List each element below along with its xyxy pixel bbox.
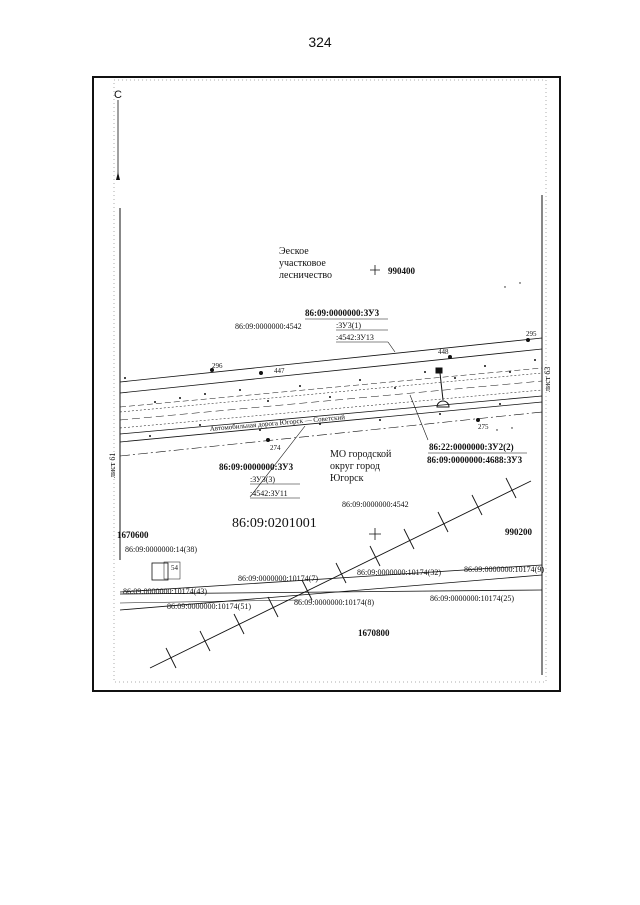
inner-frame [113,79,547,683]
parcel-4542-zu11: :4542:ЗУ11 [250,489,288,498]
structure-symbol [435,367,450,408]
parcel-10174-25: 86:09:0000000:10174(25) [430,594,514,603]
coord-x-right: 990200 [505,527,533,537]
coord-y-left: 1670600 [117,530,149,540]
cadastral-quarter: 86:09:0201001 [232,516,317,531]
point-295: 295 [526,330,537,338]
parcel-zu3-main-b: 86:09:0000000:ЗУ3 [219,462,294,472]
map-frame [92,76,561,692]
parcel-zu3-main: 86:09:0000000:ЗУ3 [305,308,380,318]
municipality-line-3: Югорск [330,473,364,484]
municipality-line-1: МО городской [330,449,392,460]
forestry-line-1: Эеское [279,246,309,257]
point-275: 275 [478,423,489,431]
parcel-10174-8: 86:09:0000000:10174(8) [294,598,374,607]
parcel-10174-32: 86:09:0000000:10174(32) [357,568,441,577]
coord-y-bottom: 1670800 [358,628,390,638]
parcel-4542-zu13: :4542:ЗУ13 [336,333,374,342]
parcel-10174-51: 86:09:0000000:10174(51) [167,602,251,611]
parcel-box-54b [163,561,181,580]
sheet-right-label: лист 63 [543,367,552,392]
point-296: 296 [212,362,223,370]
section-line [149,477,532,669]
coord-cross-top [370,265,380,275]
parcel-54-label: 54 [171,564,179,572]
parcel-4688-zu3: 86:09:0000000:4688:ЗУ3 [427,455,523,465]
survey-dots [124,282,536,437]
page-number: 324 [308,34,332,50]
point-274: 274 [270,444,281,452]
parcel-box-54 [151,562,169,581]
corridor-band [119,337,543,457]
north-label: С [114,89,122,101]
coord-cross-center [369,528,381,540]
parcel-zu3-1: :ЗУ3(1) [336,321,361,330]
parcel-10174-7: 86:09:0000000:10174(7) [238,574,318,583]
forestry-line-3: лесничество [279,270,332,281]
forestry-line-2: участковое [279,258,326,269]
municipality-line-2: округ город [330,461,380,472]
parcel-zu3-3: :ЗУ3(3) [250,475,275,484]
coord-x-top: 990400 [388,266,416,276]
point-447: 447 [274,367,285,375]
parcel-4542-lower: 86:09:0000000:4542 [342,500,409,509]
parcel-14-38: 86:09:0000000:14(38) [125,545,197,554]
point-448: 448 [438,348,449,356]
survey-points: 296 447 448 295 274 275 [210,330,537,452]
parcel-10174-9: 86:09:0000000:10174(9) [464,565,544,574]
parcel-10174-43: 86:09:0000000:10174(43) [123,587,207,596]
road-caption: Автомобильная дорога Югорск — Советский [209,413,345,433]
parcel-4542-upper: 86:09:0000000:4542 [235,322,302,331]
parcel-zu2-2: 86:22:0000000:ЗУ2(2) [429,442,514,452]
sheet-left-label: лист 61 [108,453,117,478]
north-arrow-head [116,172,120,180]
